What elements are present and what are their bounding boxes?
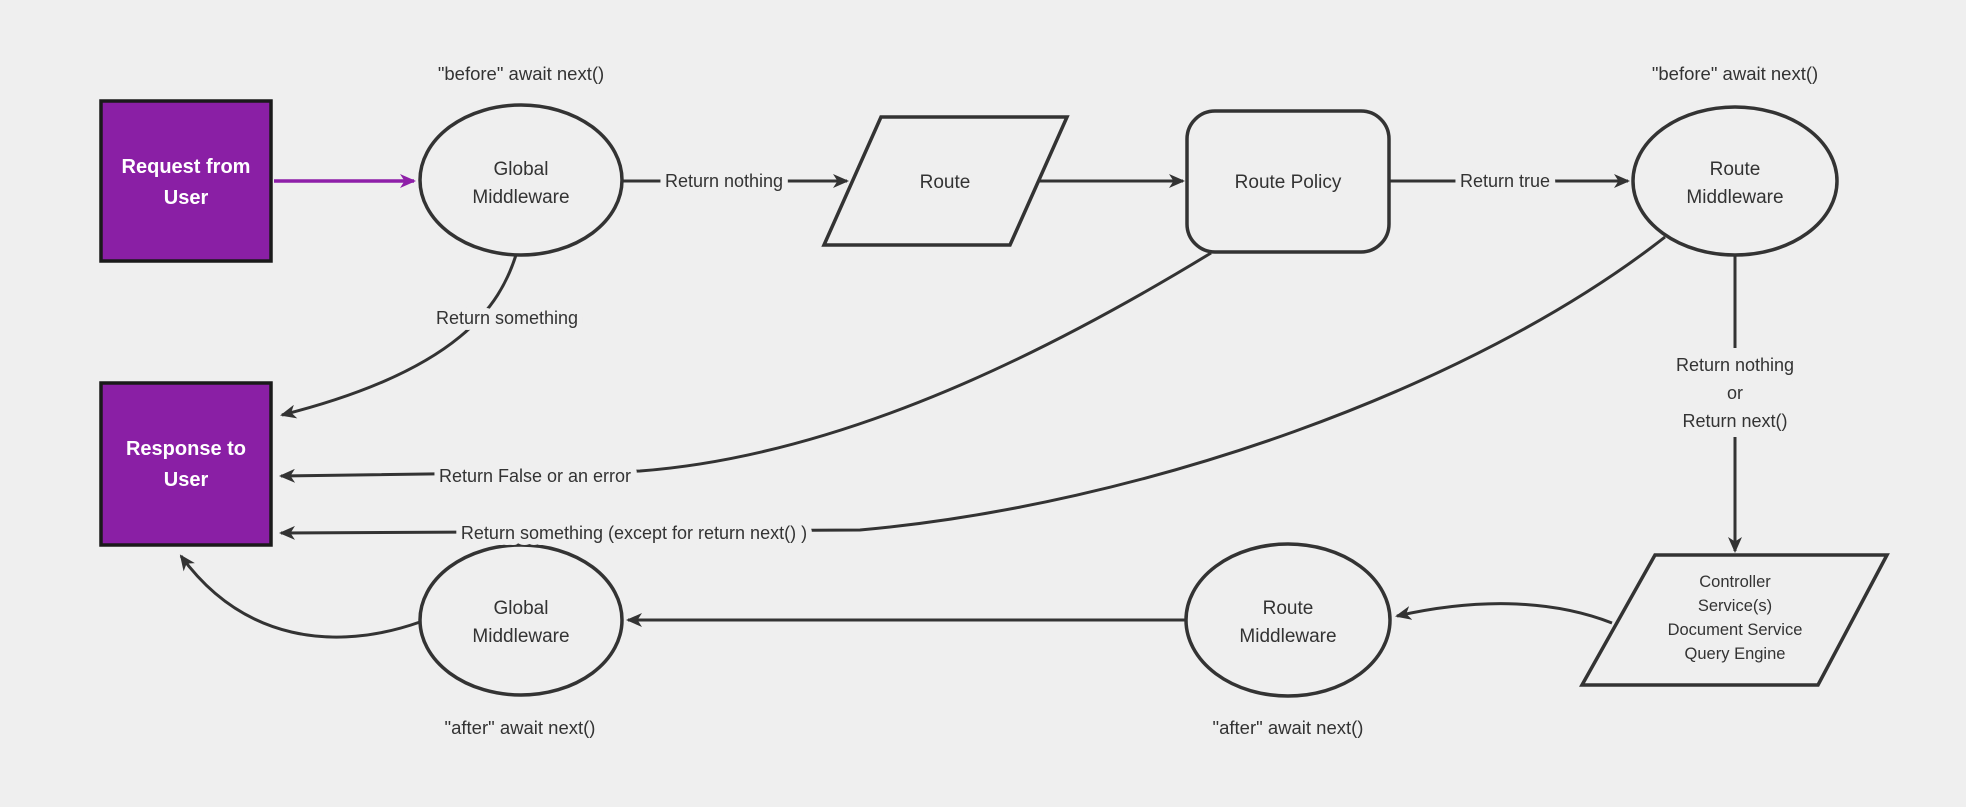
controller-label-line3: Document Service <box>1668 621 1803 639</box>
label-after-await-next-left: "after" await next() <box>445 717 596 738</box>
response-box-label-line2: User <box>164 469 209 491</box>
global-middleware-top-label-line1: Global <box>494 159 549 180</box>
node-route-middleware-top: Route Middleware <box>1631 105 1839 257</box>
route-policy-rect <box>1185 109 1391 254</box>
edge-controller-to-route-middleware-bottom <box>1395 602 1613 625</box>
controller-label-line1: Controller <box>1699 573 1771 591</box>
nodes: Request from User Global Middleware Rout… <box>99 99 1890 698</box>
node-route: Route <box>821 115 1070 247</box>
route-middleware-bottom-label-line2: Middleware <box>1239 626 1336 647</box>
node-global-middleware-top: Global Middleware <box>418 103 624 257</box>
response-box-label-line1: Response to <box>126 438 246 460</box>
route-parallelogram <box>821 115 1070 247</box>
edges <box>179 174 1742 639</box>
label-return-true: Return true <box>1460 171 1550 191</box>
label-after-await-next-right: "after" await next() <box>1213 717 1364 738</box>
route-middleware-bottom-label-line1: Route <box>1263 598 1314 619</box>
node-route-middleware-bottom: Route Middleware <box>1184 542 1392 698</box>
route-middleware-top-label-line1: Route <box>1710 159 1761 180</box>
controller-label-line4: Query Engine <box>1685 645 1786 663</box>
route-middleware-bottom-ellipse <box>1184 542 1392 698</box>
node-response-to-user: Response to User <box>99 381 273 547</box>
route-middleware-top-ellipse <box>1631 105 1839 257</box>
label-before-await-next-right: "before" await next() <box>1652 63 1818 84</box>
label-return-nothing-or-line3: Return next() <box>1682 411 1787 431</box>
global-middleware-top-ellipse <box>418 103 624 257</box>
edge-route-policy-return-false-to-response <box>279 251 1212 483</box>
label-return-nothing-or-line2: or <box>1727 383 1743 403</box>
label-return-nothing-or-line1: Return nothing <box>1676 355 1794 375</box>
route-policy-label: Route Policy <box>1235 172 1342 193</box>
node-controller-services: Controller Service(s) Document Service Q… <box>1579 553 1890 687</box>
global-middleware-top-label-line2: Middleware <box>472 187 569 208</box>
controller-label-line2: Service(s) <box>1698 597 1772 615</box>
edge-global-middleware-return-something-to-response <box>280 254 518 419</box>
request-box-label-line1: Request from <box>122 156 251 178</box>
request-box <box>99 99 273 263</box>
global-middleware-bottom-ellipse <box>418 543 624 697</box>
node-global-middleware-bottom: Global Middleware <box>418 543 624 697</box>
route-middleware-top-label-line2: Middleware <box>1686 187 1783 208</box>
response-box <box>99 381 273 547</box>
node-request-from-user: Request from User <box>99 99 273 263</box>
edge-global-middleware-bottom-to-response <box>179 554 421 639</box>
label-return-something-except: Return something (except for return next… <box>461 523 807 543</box>
route-label: Route <box>920 172 971 193</box>
request-box-label-line2: User <box>164 187 209 209</box>
label-before-await-next-left: "before" await next() <box>438 63 604 84</box>
label-return-something: Return something <box>436 308 578 328</box>
label-return-nothing: Return nothing <box>665 171 783 191</box>
node-route-policy: Route Policy <box>1185 109 1391 254</box>
edge-route-middleware-return-something-to-response <box>279 235 1666 540</box>
global-middleware-bottom-label-line1: Global <box>494 598 549 619</box>
global-middleware-bottom-label-line2: Middleware <box>472 626 569 647</box>
controller-parallelogram <box>1579 553 1890 687</box>
label-return-false-or-error: Return False or an error <box>439 466 631 486</box>
